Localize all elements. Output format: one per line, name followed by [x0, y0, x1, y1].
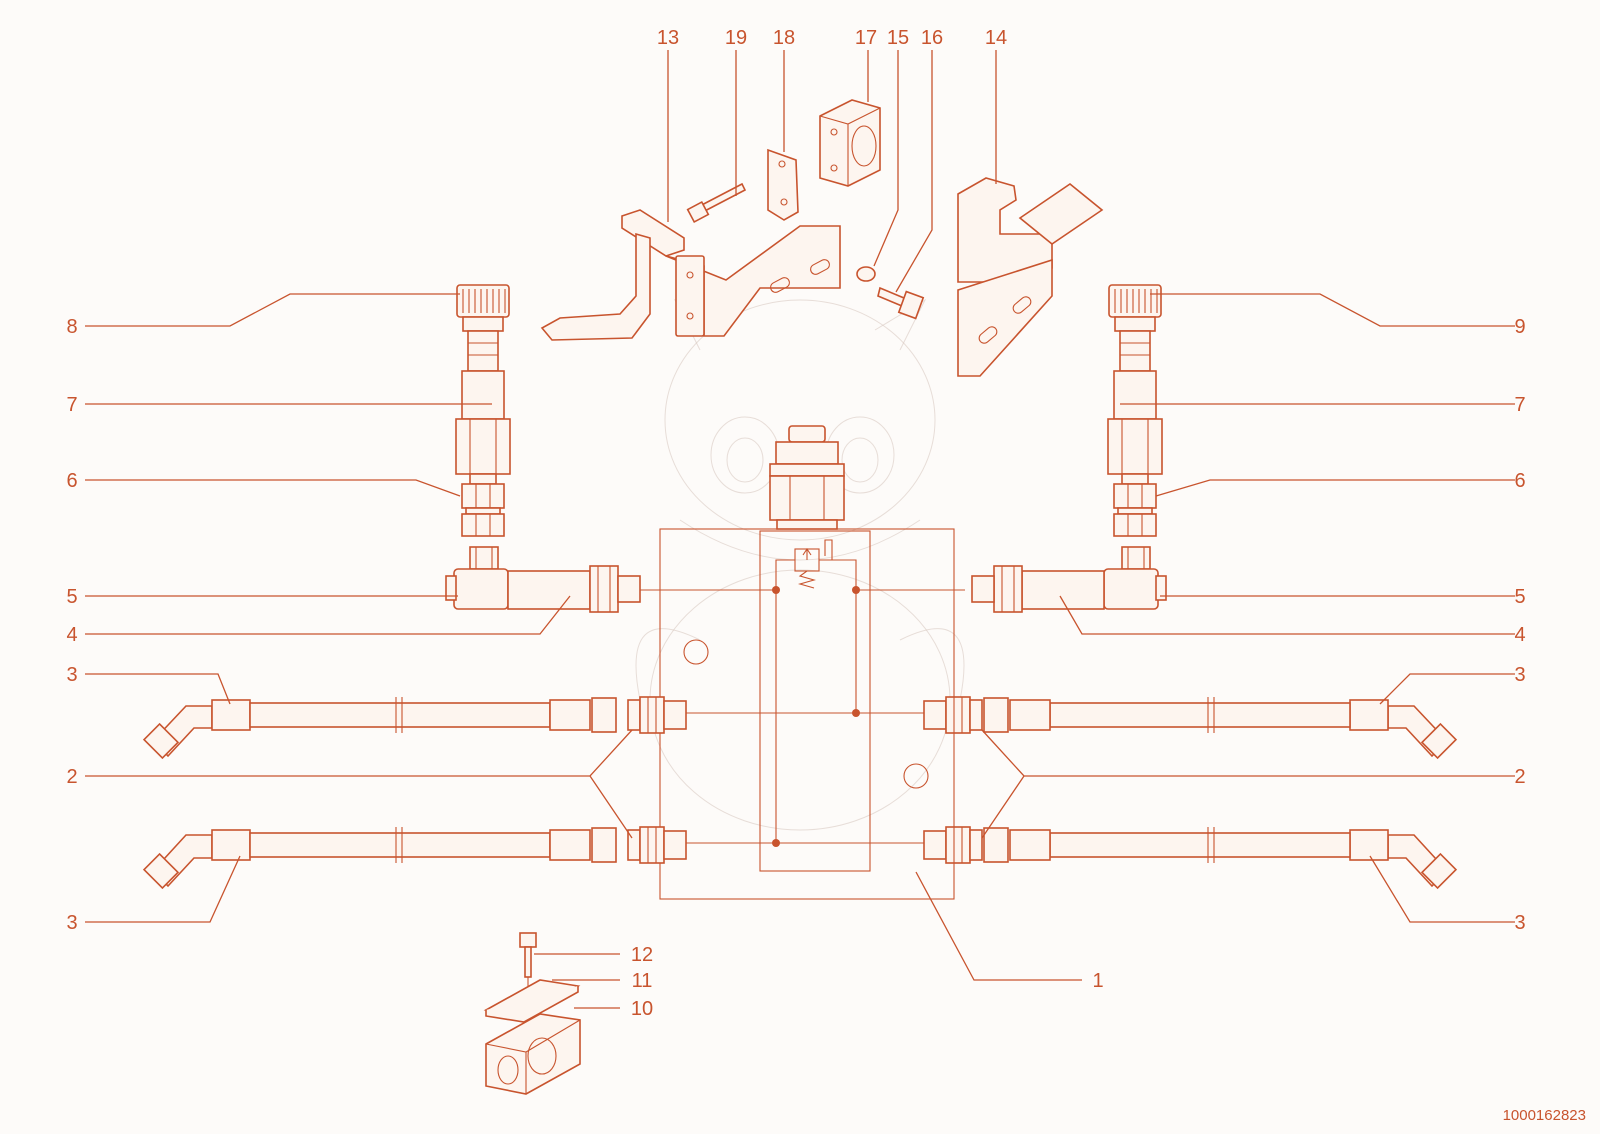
bolt-19	[686, 182, 747, 224]
clamp-assembly-bottom	[483, 932, 581, 1095]
callout-14: 14	[985, 27, 1007, 49]
manifold-block	[640, 528, 965, 900]
callout-5-right: 5	[1514, 586, 1525, 608]
callout-16: 16	[921, 27, 943, 49]
callout-3-left-top: 3	[66, 664, 77, 686]
manifold-top-fitting	[769, 425, 845, 530]
callout-12: 12	[631, 944, 653, 966]
callout-3-right-top: 3	[1514, 664, 1525, 686]
connector-fittings	[627, 696, 983, 864]
callout-6-right: 6	[1514, 470, 1525, 492]
callout-3-right-bottom: 3	[1514, 912, 1525, 934]
right-sensor-assembly	[971, 284, 1167, 613]
left-sensor-assembly	[445, 284, 641, 613]
callout-18: 18	[773, 27, 795, 49]
callout-9: 9	[1514, 316, 1525, 338]
callout-8: 8	[66, 316, 77, 338]
bolt-16	[877, 286, 925, 320]
clamp-half-17	[819, 99, 881, 187]
leader-lines	[85, 50, 1515, 1009]
callout-4-right: 4	[1514, 624, 1525, 646]
callout-19: 19	[725, 27, 747, 49]
callout-7-right: 7	[1514, 394, 1525, 416]
callout-labels: 13 19 18 17 15 16 14 8 7 6 5 4 3 2 3 9 7…	[66, 27, 1586, 1124]
washer-15	[856, 266, 876, 282]
left-upper-hose	[142, 697, 617, 760]
callout-5-left: 5	[66, 586, 77, 608]
callout-6-left: 6	[66, 470, 77, 492]
callout-15: 15	[887, 27, 909, 49]
left-lower-hose	[142, 827, 617, 890]
bracket-right	[957, 177, 1104, 377]
callout-17: 17	[855, 27, 877, 49]
background-watermark	[635, 298, 965, 831]
callout-4-left: 4	[66, 624, 77, 646]
right-lower-hose	[983, 827, 1458, 890]
callout-3-left-bottom: 3	[66, 912, 77, 934]
callout-2-left: 2	[66, 766, 77, 788]
document-number: 1000162823	[1503, 1107, 1586, 1124]
callout-7-left: 7	[66, 394, 77, 416]
plate-18	[767, 148, 799, 221]
callout-13: 13	[657, 27, 679, 49]
callout-1: 1	[1092, 970, 1103, 992]
callout-11: 11	[632, 970, 653, 992]
bracket-left	[540, 209, 841, 341]
callout-10: 10	[631, 998, 653, 1020]
callout-2-right: 2	[1514, 766, 1525, 788]
right-upper-hose	[983, 697, 1458, 760]
